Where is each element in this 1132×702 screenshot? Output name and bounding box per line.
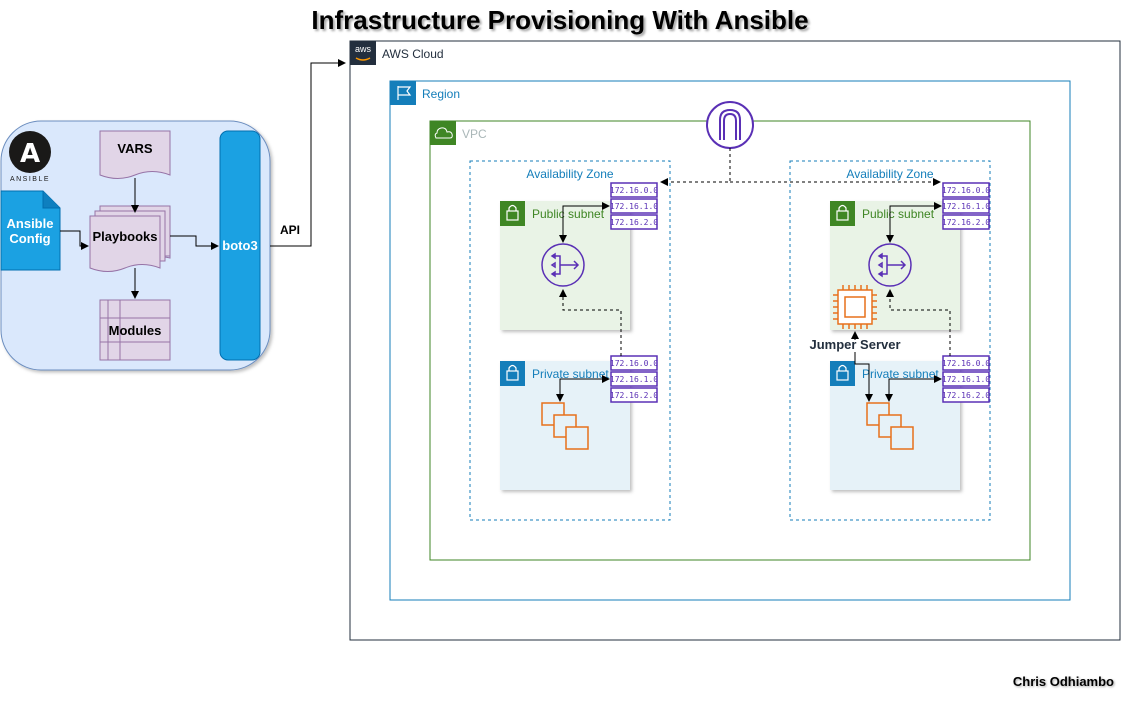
aws-connectors [556,148,951,402]
lock-icon [500,201,525,226]
vpc-group: VPC [429,120,1031,561]
ansible-connectors [60,178,219,299]
cidr-entry: 172.16.1.0 [610,202,658,211]
vpc-label: VPC [462,127,487,141]
availability-zone-right: Availability Zone [789,160,991,521]
config-label-line1: Ansible [7,216,54,231]
lock-icon [500,361,525,386]
public-subnet-right-label: Public subnet [862,207,935,221]
ansible-config-note: Ansible Config [0,190,61,271]
private-subnet-right-label: Private subnet [862,367,939,381]
lock-icon [830,201,855,226]
jumper-server-icon [833,285,877,329]
cidr-entry: 172.16.2.0 [942,391,990,400]
ec2-instances-left-icon [541,402,589,450]
lock-icon [830,361,855,386]
cidr-entry: 172.16.1.0 [942,202,990,211]
region-flag-icon [390,81,416,105]
availability-zone-left: Availability Zone [469,160,671,521]
ansible-logo: A ANSIBLE [9,131,51,183]
cidr-entry: 172.16.2.0 [610,391,658,400]
diagram-title: Infrastructure Provisioning With Ansible [311,5,808,35]
api-connector: API [270,59,346,247]
config-label-line2: Config [9,231,50,246]
vars-label: VARS [117,141,152,156]
route-table-right-public: 172.16.0.0 172.16.1.0 172.16.2.0 [942,182,990,230]
route-table-left-private: 172.16.0.0 172.16.1.0 172.16.2.0 [610,355,658,403]
region-label: Region [422,87,460,101]
modules-label: Modules [109,323,162,338]
cidr-entry: 172.16.1.0 [610,375,658,384]
vars-document: VARS [99,130,171,179]
boto3-label: boto3 [222,238,257,253]
ansible-logo-text: ANSIBLE [10,176,50,183]
cidr-entry: 172.16.0.0 [610,186,658,195]
az-left-label: Availability Zone [526,167,613,181]
jumper-server-label: Jumper Server [809,337,900,352]
boto3-box: boto3 [219,130,261,361]
author-label: Chris Odhiambo [1013,674,1114,689]
cidr-entry: 172.16.0.0 [942,359,990,368]
private-subnet-left-label: Private subnet [532,367,609,381]
cidr-entry: 172.16.0.0 [942,186,990,195]
api-label: API [280,223,300,237]
cidr-entry: 172.16.0.0 [610,359,658,368]
public-subnet-left-label: Public subnet [532,207,605,221]
route-table-left-public: 172.16.0.0 172.16.1.0 172.16.2.0 [610,182,658,230]
ansible-logo-letter: A [20,139,40,169]
nat-gateway-right-icon [868,243,912,287]
modules-box: Modules [99,299,171,361]
aws-cloud-label: AWS Cloud [382,47,444,61]
aws-logo-text: aws [355,44,372,54]
cidr-entry: 172.16.2.0 [610,218,658,227]
playbooks-label: Playbooks [92,229,157,244]
nat-gateway-left-icon [541,243,585,287]
cidr-entry: 172.16.2.0 [942,218,990,227]
ansible-panel: A ANSIBLE VARS Playbooks Ansible Config [0,120,271,371]
playbooks-document: Playbooks [89,205,171,272]
cidr-entry: 172.16.1.0 [942,375,990,384]
az-right-label: Availability Zone [846,167,933,181]
ec2-instances-right-icon [866,402,914,450]
aws-logo-icon [350,41,376,65]
route-table-right-private: 172.16.0.0 172.16.1.0 172.16.2.0 [942,355,990,403]
internet-gateway-icon [706,101,754,149]
